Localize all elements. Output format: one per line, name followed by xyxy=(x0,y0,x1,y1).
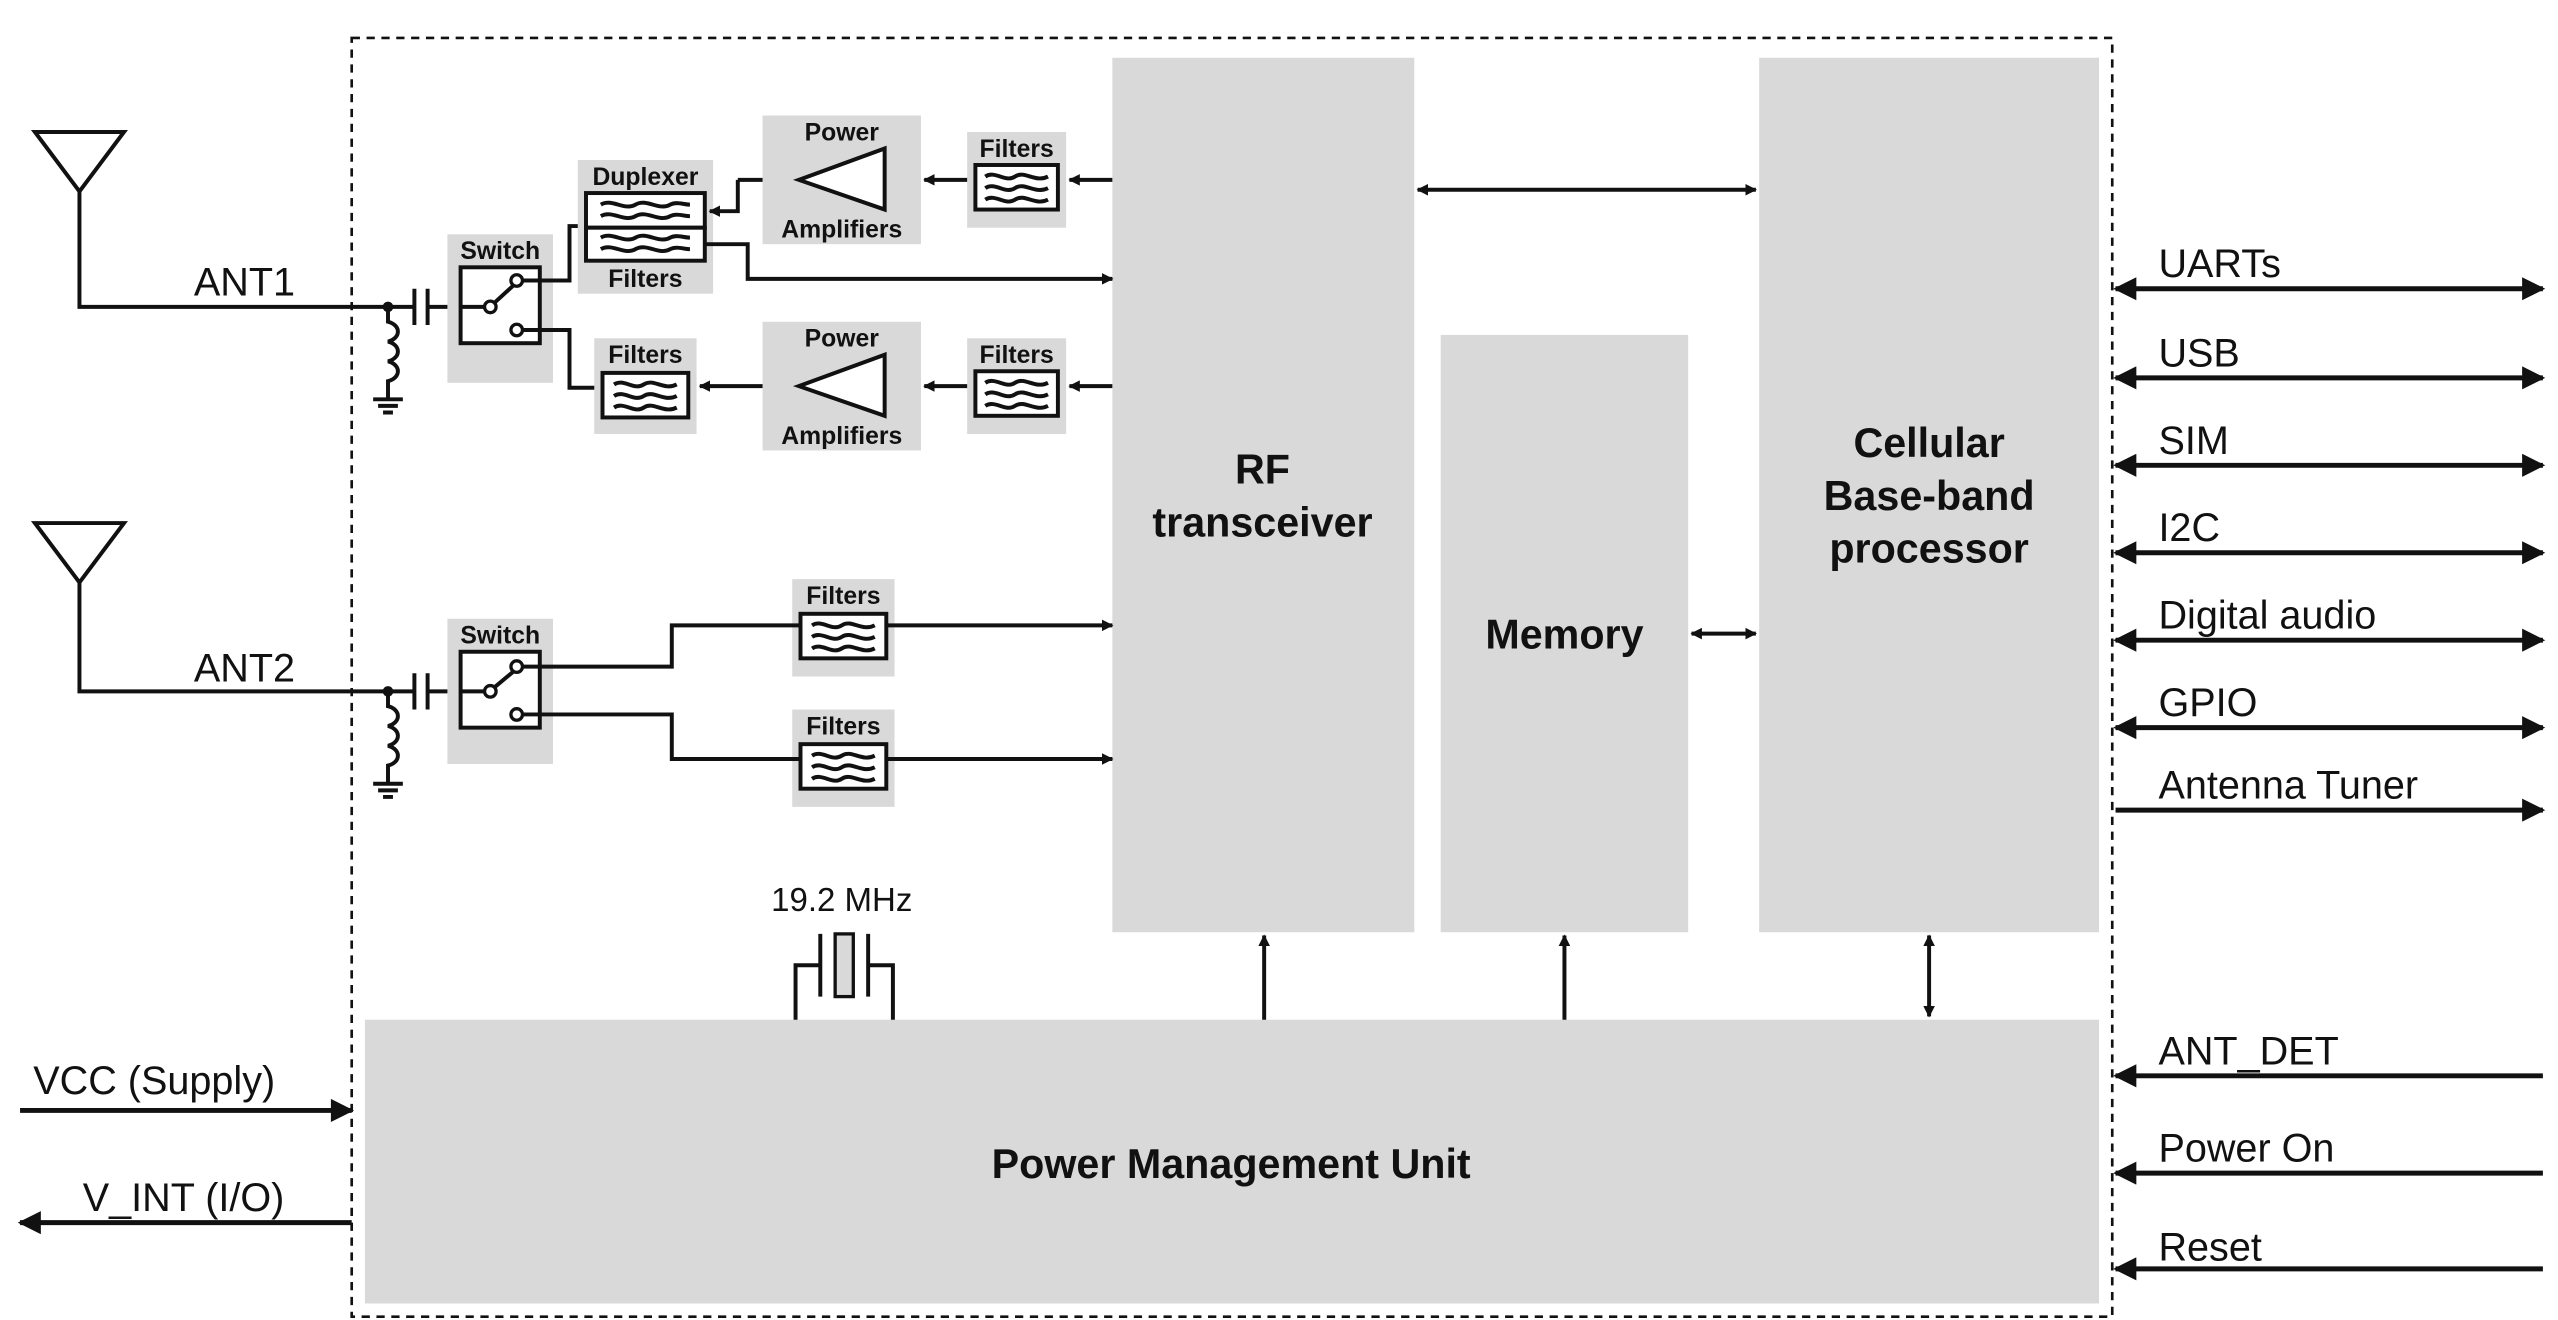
ant1-label: ANT1 xyxy=(194,260,295,304)
rf-transceiver-label-1: RF xyxy=(1235,446,1290,492)
crystal-frequency-label: 19.2 MHz xyxy=(771,881,912,918)
rf-transceiver-block: RF transceiver xyxy=(1112,57,1415,933)
antenna-1-icon xyxy=(30,130,128,195)
rx-filter-1: Filters xyxy=(792,579,895,677)
interface-i2c-label: I2C xyxy=(2158,506,2220,550)
tx-filter-pre-pa-2-label: Filters xyxy=(980,342,1054,369)
pa-1-label-2: Amplifiers xyxy=(781,217,902,244)
interface-usb-label: USB xyxy=(2158,331,2239,375)
interface-power-on-label: Power On xyxy=(2158,1127,2334,1171)
antenna-2-matching xyxy=(373,673,450,799)
duplexer-label: Duplexer xyxy=(592,164,698,191)
interface-sim: SIM xyxy=(2113,419,2546,477)
antenna-switch-1: Switch xyxy=(447,234,553,383)
interface-antenna-tuner-label: Antenna Tuner xyxy=(2158,764,2418,808)
antenna-1-matching xyxy=(373,288,450,415)
pmu-label: Power Management Unit xyxy=(992,1141,1471,1187)
crystal-oscillator: 19.2 MHz xyxy=(771,881,912,1020)
ant2-label: ANT2 xyxy=(194,646,295,690)
rx-filter-1-label: Filters xyxy=(806,583,880,610)
tx-filter-2: Filters xyxy=(594,338,697,434)
duplexer-filters-label: Filters xyxy=(608,266,682,293)
pa-2-label-2: Amplifiers xyxy=(781,423,902,450)
tx-filter-pre-pa-1: Filters xyxy=(967,132,1067,228)
memory-block: Memory xyxy=(1440,334,1689,933)
switch-2-label: Switch xyxy=(460,623,540,650)
v-int-label: V_INT (I/O) xyxy=(83,1176,285,1220)
module-boundary xyxy=(350,36,2114,1319)
tx-filter-pre-pa-1-label: Filters xyxy=(980,136,1054,163)
antenna-1: ANT1 xyxy=(30,130,415,309)
antenna-2-icon xyxy=(30,521,128,586)
baseband-processor-block: Cellular Base-band processor xyxy=(1759,57,2100,933)
interface-ant-det: ANT_DET xyxy=(2113,1029,2543,1088)
interface-digital-audio-label: Digital audio xyxy=(2158,594,2376,638)
interface-reset: Reset xyxy=(2113,1226,2543,1281)
dc-block-capacitor-1 xyxy=(412,288,430,326)
switch-1-to-filter xyxy=(521,328,601,390)
interface-reset-label: Reset xyxy=(2158,1226,2261,1270)
rx-filter-2: Filters xyxy=(792,709,895,807)
pa-2-label-1: Power xyxy=(805,326,880,353)
antenna-2: ANT2 xyxy=(30,521,415,694)
duplexer: Duplexer Filters xyxy=(577,160,714,294)
power-amplifier-1: Power Amplifiers xyxy=(762,115,921,245)
interface-antenna-tuner: Antenna Tuner xyxy=(2115,764,2546,822)
antenna-switch-2: Switch xyxy=(447,618,553,764)
interface-ant-det-label: ANT_DET xyxy=(2158,1029,2338,1073)
tx-filter-pre-pa-2: Filters xyxy=(967,338,1067,434)
interface-uarts: UARTs xyxy=(2113,242,2546,301)
interface-vcc-supply: VCC (Supply) xyxy=(20,1059,355,1122)
baseband-label-2: Base-band xyxy=(1824,473,2035,519)
baseband-label-3: processor xyxy=(1829,526,2028,572)
rx-filter-2-label: Filters xyxy=(806,713,880,740)
interface-v-int: V_INT (I/O) xyxy=(17,1176,352,1235)
power-management-unit-block: Power Management Unit xyxy=(364,1019,2100,1304)
switch-1-label: Switch xyxy=(460,238,540,265)
interface-gpio-label: GPIO xyxy=(2158,681,2257,725)
tx-filter-2-label: Filters xyxy=(608,342,682,369)
interface-gpio: GPIO xyxy=(2113,681,2546,740)
pa-1-label-1: Power xyxy=(805,119,880,146)
interface-power-on: Power On xyxy=(2113,1127,2543,1185)
interface-i2c: I2C xyxy=(2113,506,2546,565)
interface-usb: USB xyxy=(2113,331,2546,390)
interface-digital-audio: Digital audio xyxy=(2113,594,2546,652)
interface-sim-label: SIM xyxy=(2158,419,2228,463)
interface-uarts-label: UARTs xyxy=(2158,242,2280,286)
dc-block-capacitor-2 xyxy=(412,673,430,710)
baseband-label-1: Cellular xyxy=(1853,420,2004,466)
memory-label: Memory xyxy=(1485,611,1643,657)
rf-transceiver-label-2: transceiver xyxy=(1152,499,1372,545)
vcc-supply-label: VCC (Supply) xyxy=(33,1059,275,1103)
power-amplifier-2: Power Amplifiers xyxy=(762,321,921,451)
